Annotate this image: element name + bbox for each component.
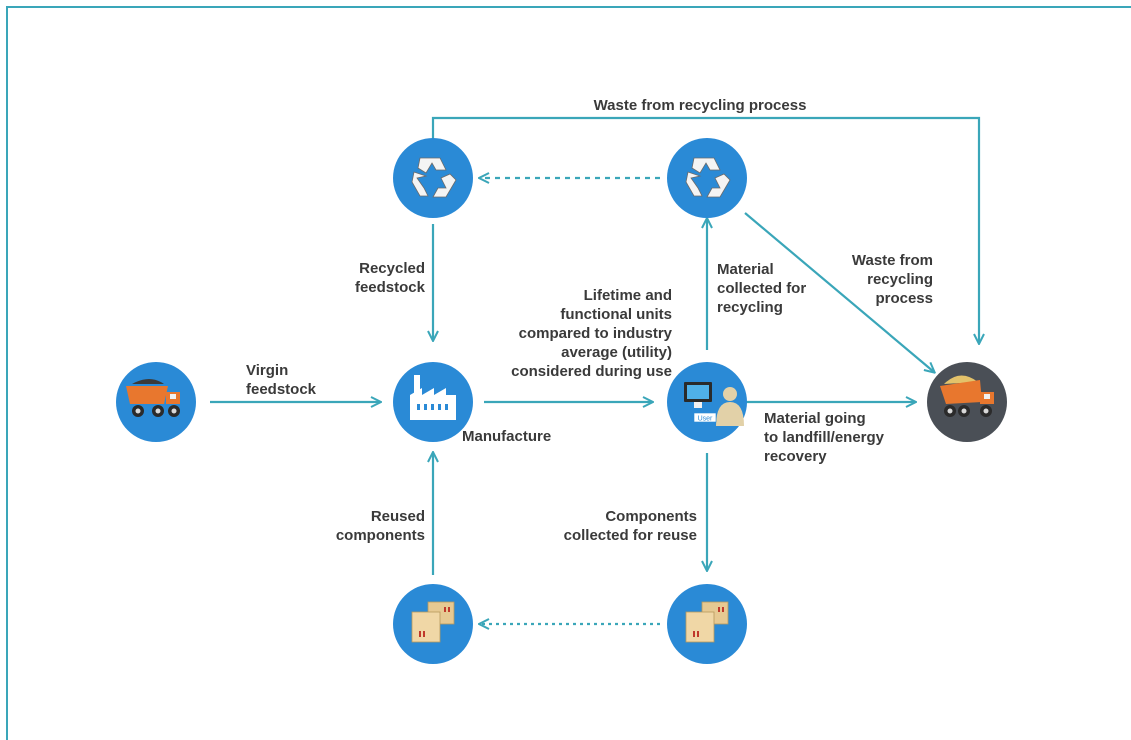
factory-icon bbox=[410, 375, 456, 420]
label-manufacture: Manufacture bbox=[462, 428, 552, 445]
label-lifetime: Lifetime and functional units compared t… bbox=[511, 287, 672, 380]
label-virgin-feedstock: Virgin feedstock bbox=[246, 362, 317, 398]
boxes-icon bbox=[411, 601, 455, 643]
node-reuse-right bbox=[667, 584, 747, 664]
haul-truck-icon bbox=[126, 379, 180, 417]
label-waste-top: Waste from recycling process bbox=[593, 97, 807, 114]
recycle-icon bbox=[685, 157, 731, 198]
node-reuse-left bbox=[393, 584, 473, 664]
frame-top-border bbox=[6, 6, 1131, 8]
frame-left-border bbox=[6, 6, 8, 740]
node-landfill bbox=[927, 362, 1007, 442]
node-manufacture bbox=[393, 362, 473, 442]
arrow-waste-diagonal bbox=[744, 212, 934, 372]
arrow-waste-top bbox=[431, 116, 979, 343]
recycle-icon bbox=[411, 157, 457, 198]
label-material-collected: Material collected for recycling bbox=[717, 261, 807, 316]
label-waste-diagonal: Waste from recycling process bbox=[851, 252, 933, 307]
label-recycled-feedstock: Recycled feedstock bbox=[354, 260, 425, 296]
node-recycle-left bbox=[393, 138, 473, 218]
label-reused-components: Reused components bbox=[335, 508, 425, 544]
node-mine bbox=[116, 362, 196, 442]
arrows bbox=[210, 116, 979, 624]
dump-truck-icon bbox=[940, 375, 994, 417]
node-use: User bbox=[667, 362, 747, 442]
label-components-reuse: Components collected for reuse bbox=[563, 508, 697, 544]
computer-user-icon: User bbox=[684, 382, 744, 426]
user-tag: User bbox=[698, 416, 713, 423]
node-recycle-right bbox=[667, 138, 747, 218]
label-material-landfill: Material going to landfill/energy recove… bbox=[764, 410, 885, 465]
boxes-icon bbox=[685, 601, 729, 643]
